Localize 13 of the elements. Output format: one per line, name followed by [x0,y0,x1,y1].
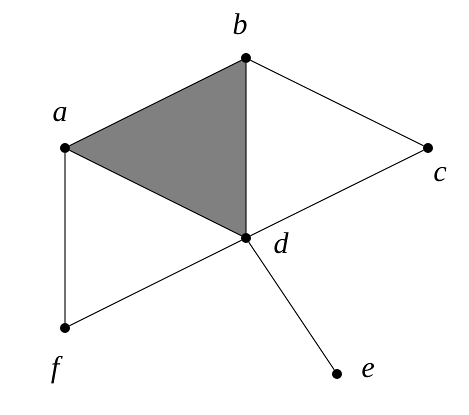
vertex-label: e [361,353,375,383]
vertex-label: d [274,229,288,259]
graph-edge [69,150,242,236]
vertex-label: a [52,97,68,127]
vertex-label: c [433,157,447,187]
vertex-label: b [232,10,248,40]
graph-edge [69,240,242,326]
graph-edge [250,150,424,236]
graph-edge [250,60,424,146]
graph-edge [245,63,247,233]
graph-edge [248,242,335,370]
graph-edge [69,60,242,146]
graph-edge [64,153,66,323]
